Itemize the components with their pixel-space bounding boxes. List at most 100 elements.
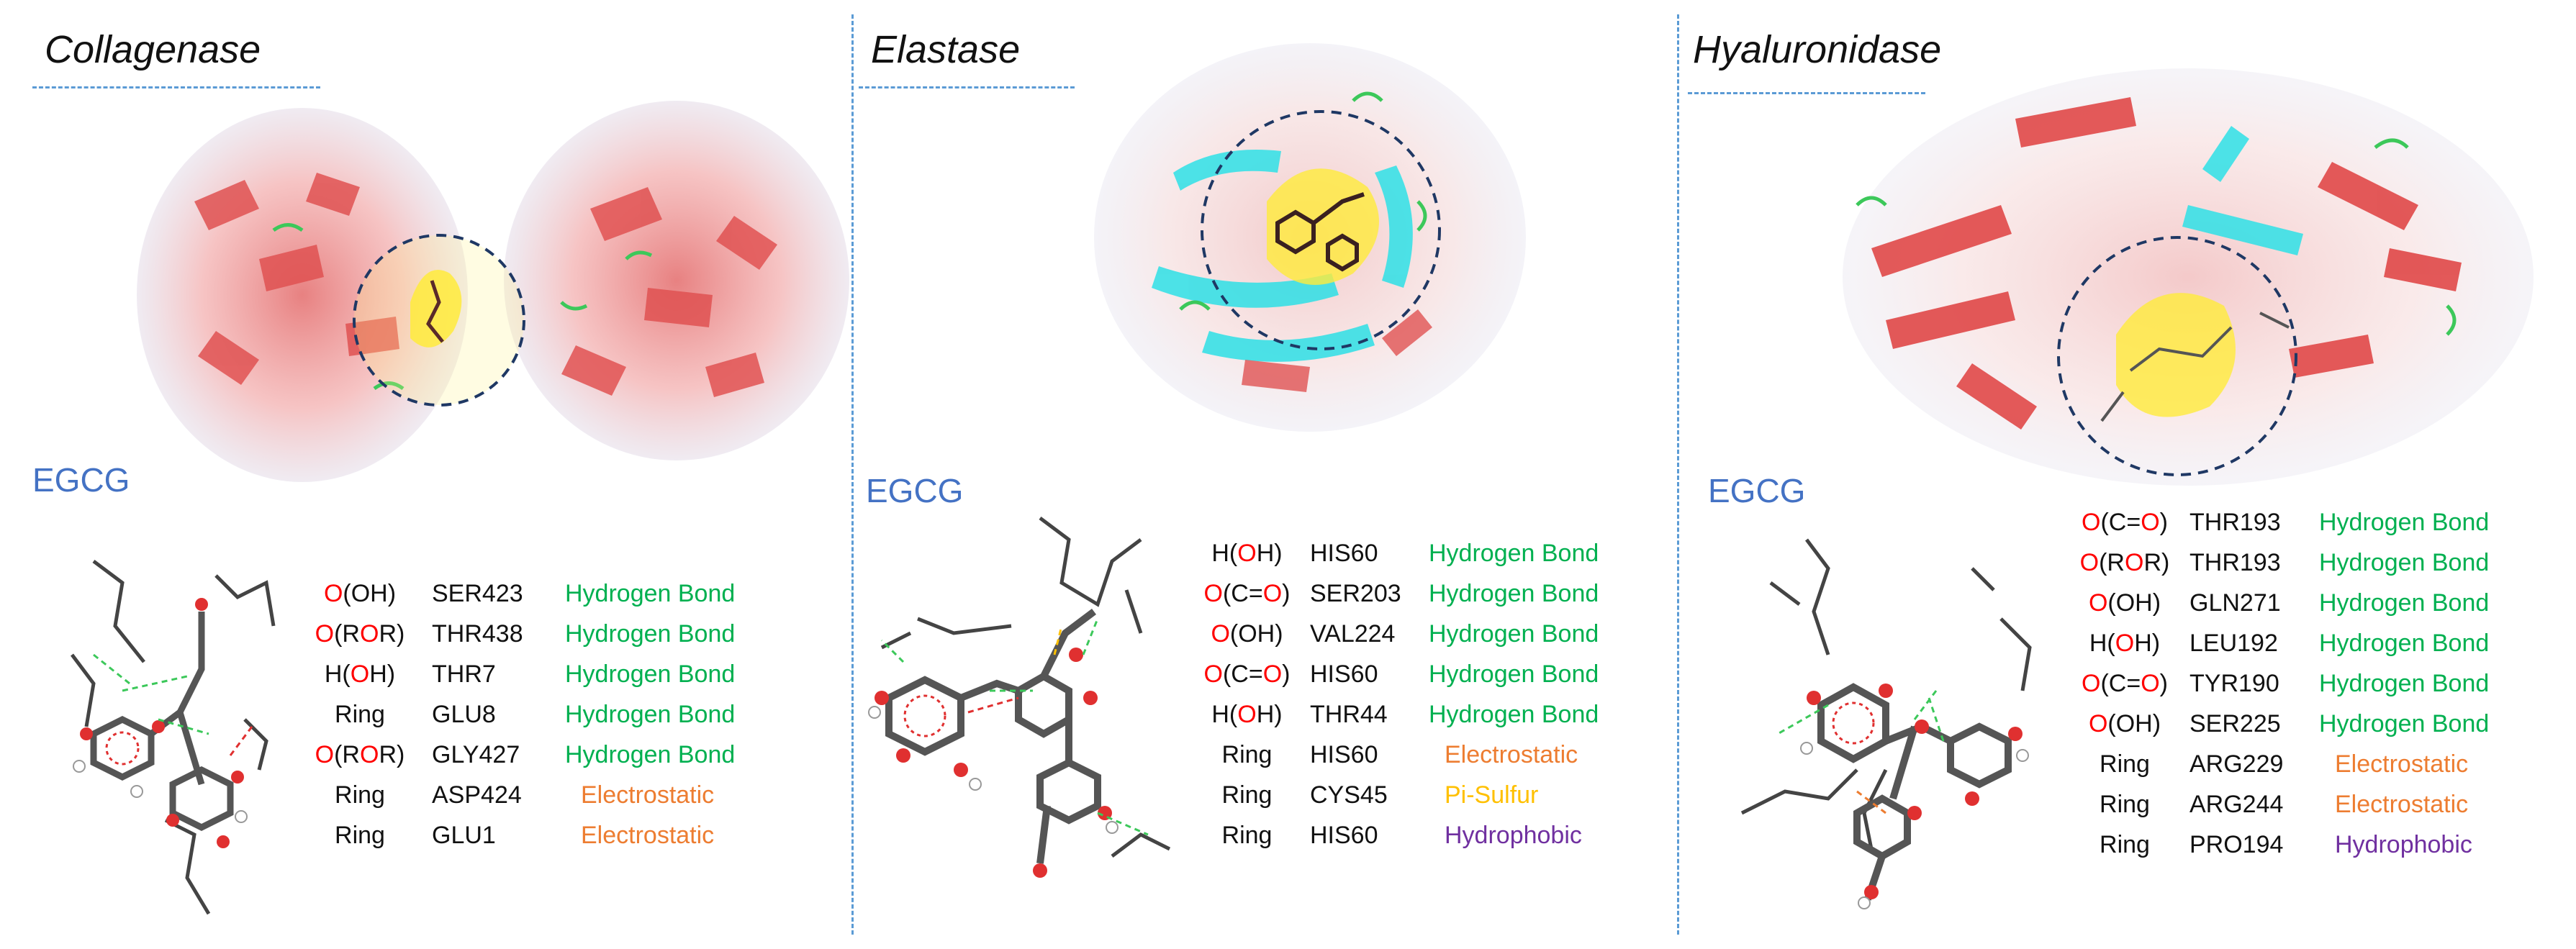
oxygen-atom-label: O <box>2082 508 2101 536</box>
interaction-type: Hydrophobic <box>2335 830 2472 858</box>
interaction-type: Hydrogen Bond <box>565 579 736 607</box>
ligand-label: EGCG <box>1708 472 1806 509</box>
residue-name: VAL224 <box>1310 619 1396 648</box>
oxygen-atom-label: O <box>323 579 343 607</box>
functional-group: O(OH) <box>288 573 432 614</box>
residue-name: HIS60 <box>1310 821 1378 849</box>
residue-name: CYS45 <box>1310 781 1388 809</box>
oxygen-atom-label: O <box>1262 660 1283 688</box>
elastase-ligand-interaction-diagram <box>868 517 1171 878</box>
interaction-type: Hydrogen Bond <box>2319 629 2490 657</box>
interaction-type: Hydrogen Bond <box>2319 548 2490 576</box>
functional-group: O(ROR) <box>288 614 432 654</box>
group-text: H) <box>369 660 396 688</box>
group-text: H( <box>1211 539 1238 567</box>
functional-group: O(OH) <box>2060 704 2189 744</box>
residue-name: ARG229 <box>2189 750 2284 778</box>
functional-group: Ring <box>2060 744 2189 784</box>
functional-group: O(C=O) <box>2060 502 2189 542</box>
oxygen-atom-label: O <box>1203 579 1223 607</box>
oxygen-atom-label: O <box>1211 619 1230 648</box>
group-text: H) <box>1256 700 1283 728</box>
group-text: R) <box>379 740 405 768</box>
group-text: H) <box>1256 539 1283 567</box>
residue-name: GLY427 <box>432 740 520 768</box>
panel-title-hyaluronidase: Hyaluronidase <box>1693 28 1942 71</box>
oxygen-atom-label: O <box>1203 660 1223 688</box>
interaction-type: Electrostatic <box>581 781 715 809</box>
residue-name: SER225 <box>2189 709 2281 737</box>
residue-name: HIS60 <box>1310 660 1378 688</box>
residue-name: ARG244 <box>2189 790 2284 818</box>
functional-group: Ring <box>288 775 432 815</box>
oxygen-atom-label: O <box>2079 548 2100 576</box>
oxygen-atom-label: O <box>2088 589 2108 617</box>
interaction-type: Electrostatic <box>2335 750 2469 778</box>
interaction-row: O(OH)SER225 Hydrogen Bond <box>2060 704 2522 744</box>
group-text: H( <box>324 660 351 688</box>
residue-name: GLU1 <box>432 821 496 849</box>
interaction-type: Hydrogen Bond <box>1429 539 1599 567</box>
interaction-type: Electrostatic <box>581 821 715 849</box>
interaction-type: Hydrogen Bond <box>1429 700 1599 728</box>
interaction-type: Pi-Sulfur <box>1445 781 1539 809</box>
group-text: (OH) <box>1229 619 1283 648</box>
group-text: ) <box>1282 579 1291 607</box>
group-text: Ring <box>1221 821 1273 849</box>
group-text: (OH) <box>2107 589 2161 617</box>
hyaluronidase-ligand-interaction-diagram <box>1740 538 2032 909</box>
group-text: (C= <box>2100 508 2141 536</box>
functional-group: H(OH) <box>2060 623 2189 663</box>
interaction-type: Hydrogen Bond <box>565 700 736 728</box>
panel-title-elastase: Elastase <box>871 28 1021 71</box>
group-text: (R <box>334 619 360 648</box>
group-text: Ring <box>2100 790 2150 818</box>
functional-group: Ring <box>1184 735 1310 775</box>
interaction-type: Hydrophobic <box>1445 821 1582 849</box>
group-text: R) <box>2143 548 2170 576</box>
residue-name: PRO194 <box>2189 830 2284 858</box>
group-text: (C= <box>1222 579 1263 607</box>
functional-group: Ring <box>288 815 432 855</box>
residue-name: SER423 <box>432 579 523 607</box>
group-text: (C= <box>1222 660 1263 688</box>
oxygen-atom-label: O <box>360 619 379 648</box>
group-text: ) <box>2159 508 2168 536</box>
interaction-type: Hydrogen Bond <box>2319 709 2490 737</box>
oxygen-atom-label: O <box>350 660 370 688</box>
ligand-label: EGCG <box>32 461 130 499</box>
interaction-row: O(OH) GLN271 Hydrogen Bond <box>2060 583 2522 623</box>
residue-name: THR193 <box>2189 548 2281 576</box>
interaction-type: Hydrogen Bond <box>1429 660 1599 688</box>
panel-divider <box>1677 14 1679 935</box>
residue-name: GLN271 <box>2189 589 2281 617</box>
group-text: (OH) <box>343 579 397 607</box>
residue-name: THR438 <box>432 619 523 648</box>
group-text: ) <box>2159 669 2168 697</box>
oxygen-atom-label: O <box>2125 548 2144 576</box>
functional-group: H(OH) <box>288 654 432 694</box>
oxygen-atom-label: O <box>360 740 379 768</box>
interaction-type: Hydrogen Bond <box>565 619 736 648</box>
interaction-type: Electrostatic <box>1445 740 1578 768</box>
interaction-type: Hydrogen Bond <box>2319 589 2490 617</box>
residue-name: HIS60 <box>1310 539 1378 567</box>
interaction-type: Hydrogen Bond <box>565 740 736 768</box>
oxygen-atom-label: O <box>315 619 335 648</box>
group-text: Ring <box>335 781 385 809</box>
group-text: H( <box>2089 629 2115 657</box>
oxygen-atom-label: O <box>2141 508 2160 536</box>
oxygen-atom-label: O <box>2082 669 2101 697</box>
group-text: R) <box>379 619 405 648</box>
